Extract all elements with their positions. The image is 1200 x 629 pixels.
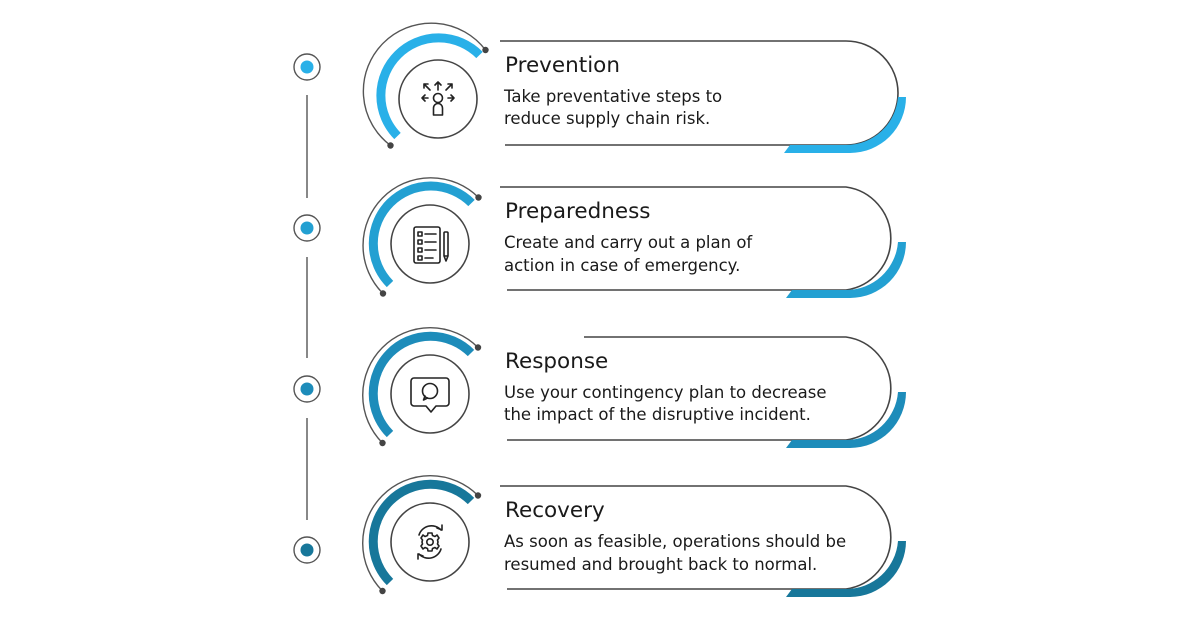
step-card [500, 40, 899, 146]
step-description-line: resumed and brought back to normal. [504, 555, 817, 574]
timeline-node [293, 375, 321, 403]
step-card [507, 336, 892, 441]
icon-outer-arc [362, 177, 479, 294]
icon-accent-arc [376, 33, 483, 140]
step-title: Prevention [505, 53, 620, 78]
step-response: Response Use your contingency plan to de… [293, 327, 906, 448]
icon-outer-arc [362, 22, 487, 147]
people-arrows-icon [421, 81, 455, 116]
step-title: Preparedness [505, 199, 651, 224]
step-accent-blade [786, 242, 906, 298]
step-title: Response [505, 349, 608, 374]
step-description-line: Use your contingency plan to decrease [504, 383, 827, 402]
icon-accent-arc [368, 479, 475, 586]
step-description-line: As soon as feasible, operations should b… [504, 532, 846, 551]
icon-circle [390, 502, 470, 582]
chat-bubble-icon [410, 377, 450, 413]
step-accent-blade [786, 541, 906, 597]
timeline-node [293, 53, 321, 81]
step-prevention: Prevention Take preventative steps to re… [293, 22, 906, 153]
step-card [500, 186, 892, 291]
step-description-line: Take preventative steps to [503, 87, 722, 106]
step-accent-blade [784, 97, 906, 153]
timeline-node [293, 536, 321, 564]
gear-cycle-icon [417, 524, 443, 560]
step-description-line: the impact of the disruptive incident. [504, 405, 811, 424]
icon-accent-arc [368, 331, 475, 438]
timeline-node [293, 214, 321, 242]
step-description-line: reduce supply chain risk. [504, 109, 710, 128]
icon-circle [398, 59, 478, 139]
step-description-line: Create and carry out a plan of [504, 233, 753, 252]
step-card [500, 485, 892, 590]
step-title: Recovery [505, 498, 605, 523]
icon-outer-arc [362, 475, 479, 592]
icon-circle [390, 354, 470, 434]
icon-circle [390, 204, 470, 284]
step-description-line: action in case of emergency. [504, 256, 740, 275]
step-preparedness: Preparedness Create and carry out a plan… [293, 177, 906, 298]
icon-outer-arc [362, 327, 479, 444]
step-recovery: Recovery As soon as feasible, operations… [293, 475, 906, 597]
icon-accent-arc [368, 181, 475, 288]
checklist-document-icon [413, 226, 449, 264]
step-accent-blade [786, 392, 906, 448]
